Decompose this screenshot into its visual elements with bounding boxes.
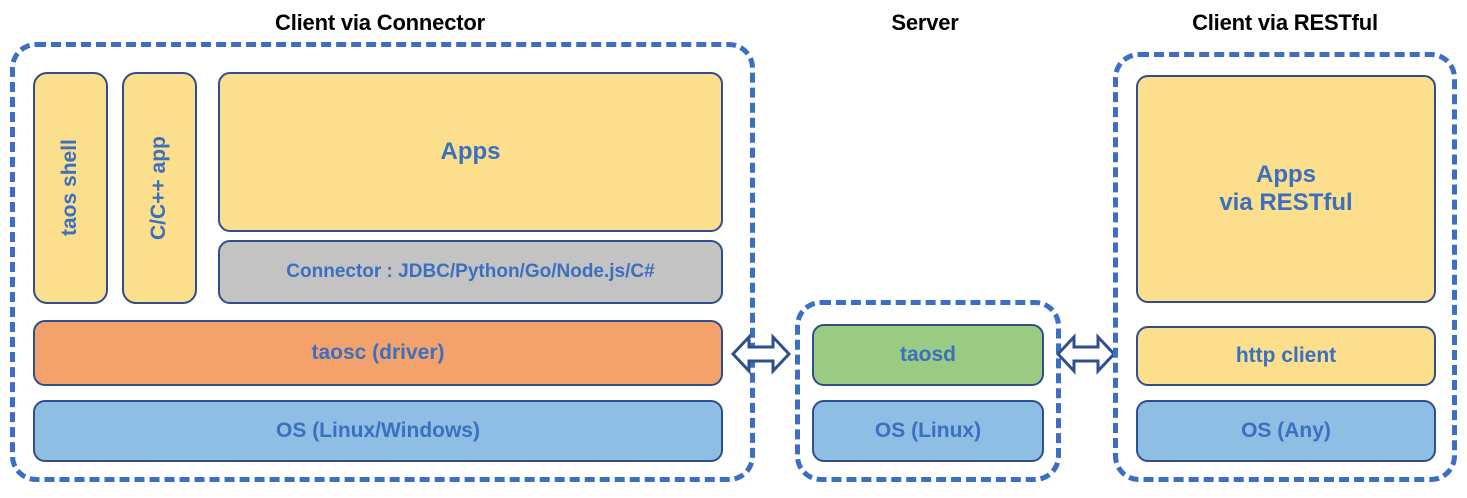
page-title-client-connector: Client via Connector bbox=[275, 10, 485, 35]
box-apps-restful[interactable]: Apps via RESTful bbox=[1136, 75, 1436, 303]
box-os-linux-label: OS (Linux) bbox=[874, 418, 982, 442]
box-http-client[interactable]: http client bbox=[1136, 326, 1436, 386]
double-arrow-icon-left bbox=[730, 333, 792, 375]
box-taos-shell[interactable]: taos shell bbox=[33, 72, 108, 304]
box-connector-list[interactable]: Connector : JDBC/Python/Go/Node.js/C# bbox=[218, 240, 723, 304]
box-os-any-label: OS (Any) bbox=[1241, 418, 1331, 442]
box-taosd[interactable]: taosd bbox=[812, 324, 1044, 386]
box-http-client-label: http client bbox=[1235, 343, 1337, 367]
box-os-any[interactable]: OS (Any) bbox=[1136, 400, 1436, 462]
group-client-via-connector bbox=[10, 42, 755, 482]
box-apps-connector-label: Apps bbox=[440, 137, 501, 165]
page-title-server: Server bbox=[891, 10, 959, 35]
box-taosc-driver-label: taosc (driver) bbox=[311, 340, 445, 364]
group-server bbox=[795, 300, 1061, 482]
box-taosc-driver[interactable]: taosc (driver) bbox=[33, 320, 723, 386]
box-os-linux[interactable]: OS (Linux) bbox=[812, 400, 1044, 462]
group-client-via-restful bbox=[1113, 52, 1457, 482]
double-arrow-icon-right bbox=[1055, 333, 1117, 375]
box-c-cpp-app[interactable]: C/C++ app bbox=[122, 72, 197, 304]
box-apps-connector[interactable]: Apps bbox=[218, 72, 723, 232]
box-os-linux-windows-label: OS (Linux/Windows) bbox=[276, 418, 480, 442]
box-taos-shell-label: taos shell bbox=[58, 139, 82, 237]
page-title-client-restful: Client via RESTful bbox=[1192, 10, 1378, 35]
box-apps-restful-label: Apps via RESTful bbox=[1219, 160, 1353, 216]
box-taosd-label: taosd bbox=[899, 342, 956, 366]
box-c-cpp-app-label: C/C++ app bbox=[147, 136, 171, 240]
box-os-linux-windows[interactable]: OS (Linux/Windows) bbox=[33, 400, 723, 462]
box-connector-list-label: Connector : JDBC/Python/Go/Node.js/C# bbox=[286, 260, 655, 282]
